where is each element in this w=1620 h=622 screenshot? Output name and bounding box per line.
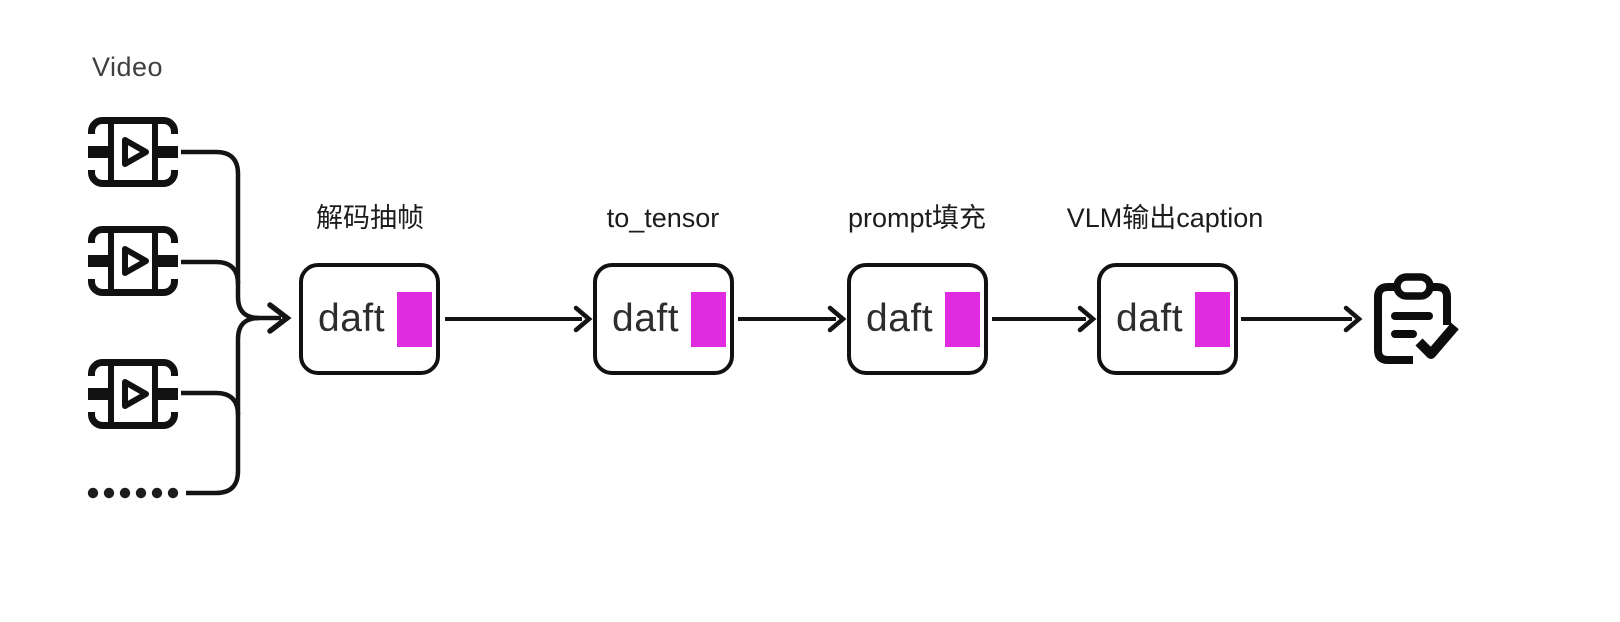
arrow-head bbox=[1077, 305, 1097, 333]
more-videos-dots bbox=[87, 487, 179, 499]
daft-logo-mark bbox=[397, 291, 433, 347]
stage-label-vlm-caption: VLM输出caption bbox=[1066, 203, 1264, 233]
merge-branch-bottom bbox=[186, 315, 260, 496]
film-play-icon bbox=[88, 226, 178, 296]
daft-logo-text: daft bbox=[318, 297, 386, 340]
arrow-head bbox=[1343, 305, 1363, 333]
stage-box-prompt-fill: daft bbox=[847, 263, 988, 375]
stage-label-decode: 解码抽帧 bbox=[316, 203, 424, 233]
merge-arrow-head bbox=[267, 302, 292, 334]
merge-branch-lower bbox=[181, 390, 241, 416]
stage-box-vlm-caption: daft bbox=[1097, 263, 1238, 375]
stage-label-to-tensor: to_tensor bbox=[606, 203, 720, 233]
stage-box-decode: daft bbox=[299, 263, 440, 375]
film-play-icon bbox=[88, 117, 178, 187]
merge-branch-middle bbox=[181, 259, 241, 285]
arrow-head bbox=[573, 305, 593, 333]
clipboard-check-icon bbox=[1374, 273, 1459, 364]
daft-logo-text: daft bbox=[612, 297, 680, 340]
merge-branch-top bbox=[181, 149, 260, 321]
daft-logo-mark bbox=[1195, 291, 1231, 347]
daft-logo-mark bbox=[691, 291, 727, 347]
film-play-icon bbox=[88, 359, 178, 429]
video-source-label: Video bbox=[92, 52, 164, 82]
stage-label-prompt-fill: prompt填充 bbox=[847, 203, 987, 233]
daft-logo-text: daft bbox=[1116, 297, 1184, 340]
daft-logo-mark bbox=[945, 291, 981, 347]
daft-logo-text: daft bbox=[866, 297, 934, 340]
stage-box-to-tensor: daft bbox=[593, 263, 734, 375]
arrow-head bbox=[827, 305, 847, 333]
